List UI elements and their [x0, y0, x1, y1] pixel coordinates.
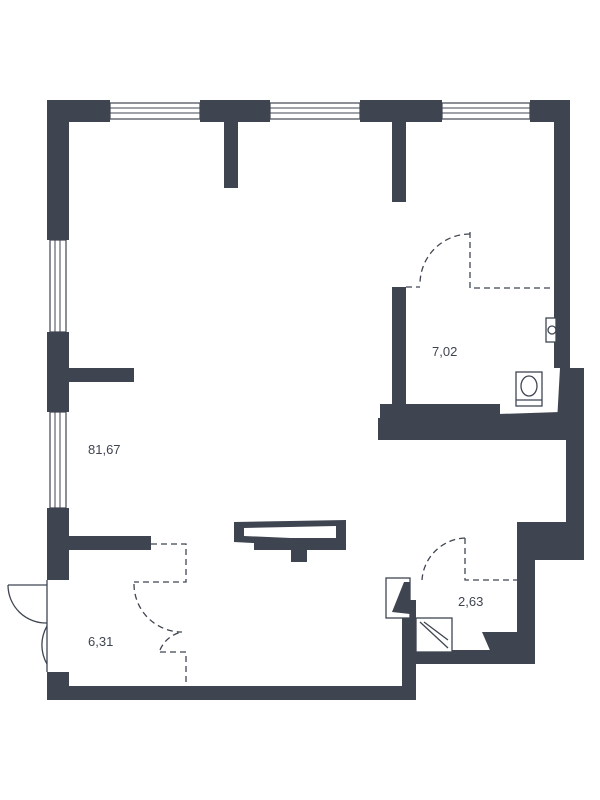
area-label-hallway: 6,31 [88, 634, 113, 649]
sanitary-fixtures [385, 317, 557, 655]
outer-walls [47, 100, 584, 700]
area-label-shower-room: 2,63 [458, 594, 483, 609]
area-labels: 81,67 7,02 2,63 6,31 [88, 344, 483, 649]
area-label-bathroom: 7,02 [432, 344, 457, 359]
interior-walls [69, 122, 578, 550]
area-label-living: 81,67 [88, 442, 121, 457]
windows [49, 102, 531, 509]
doors [7, 232, 556, 690]
kitchen-island [234, 520, 346, 562]
